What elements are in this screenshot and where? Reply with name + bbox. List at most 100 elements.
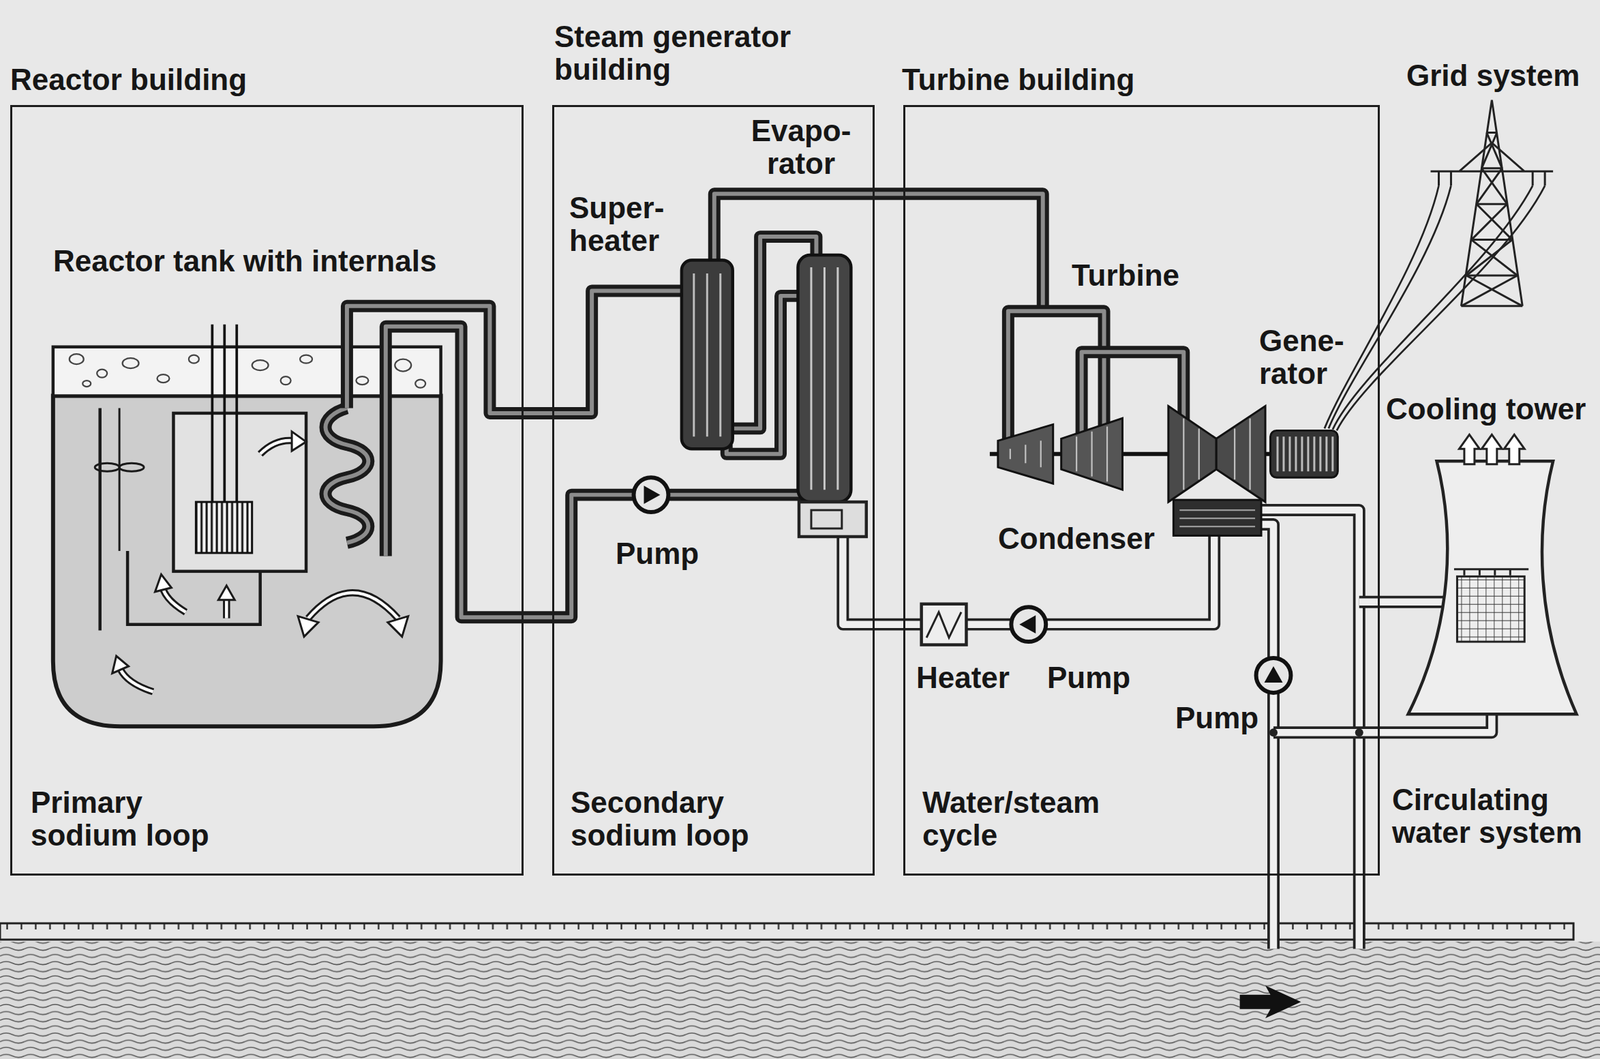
evaporator-vessel xyxy=(798,501,867,537)
component-label: Pump xyxy=(615,537,699,570)
generator xyxy=(1270,430,1339,478)
flow-arrow xyxy=(224,599,228,619)
building-heading: Steam generator building xyxy=(554,20,814,87)
sodium-pipe xyxy=(726,295,801,455)
component-label: Pump xyxy=(1175,701,1259,735)
building-box: Turbine buildingWater/steam cycle xyxy=(903,104,1380,876)
cooling-tower xyxy=(1458,434,1480,464)
flow-arrow xyxy=(291,431,307,451)
heater-symbol xyxy=(921,604,967,645)
reactor-tank xyxy=(355,376,369,385)
sodium-pipe xyxy=(385,326,803,617)
sodium-pipe xyxy=(325,407,369,542)
text-holder: Cooling tower xyxy=(1385,392,1586,426)
turbine xyxy=(989,405,1276,502)
reactor-tank xyxy=(188,355,200,364)
reactor-tank xyxy=(280,376,292,385)
turbine xyxy=(1216,405,1266,502)
text-holder: Evapo- rator xyxy=(743,114,859,181)
water-pipe xyxy=(1269,728,1278,737)
reactor-tank xyxy=(394,359,412,372)
flow-arrow xyxy=(112,655,129,673)
text-holder: Reactor building xyxy=(10,63,247,97)
reactor-tank xyxy=(157,374,170,383)
water-pipe xyxy=(842,509,1492,949)
ground-band xyxy=(0,941,1600,1059)
power-line xyxy=(1324,185,1440,429)
turbine xyxy=(1010,417,1251,490)
text-holder: Super- heater xyxy=(569,191,679,258)
reactor-tank xyxy=(415,379,426,388)
flow-arrow xyxy=(308,592,399,618)
text-holder: Primary sodium loop xyxy=(30,786,225,853)
flow-arrow xyxy=(308,592,399,618)
reactor-tank xyxy=(69,353,426,388)
water-pipe xyxy=(1273,713,1492,733)
cooling-tower xyxy=(1456,576,1525,642)
text-holder: Grid system xyxy=(1406,59,1580,93)
sodium-pipe xyxy=(714,193,1044,311)
evaporator-vessel xyxy=(798,254,852,502)
text-holder: Water/steam cycle xyxy=(922,786,1117,853)
reactor-tank xyxy=(82,380,91,387)
text-holder: Reactor tank with internals xyxy=(53,244,437,278)
sodium-pipe xyxy=(346,290,686,414)
reactor-tank xyxy=(212,324,237,502)
loop-label: Water/steam cycle xyxy=(922,786,1117,853)
reactor-tank xyxy=(94,462,120,472)
superheater-vessel xyxy=(681,260,733,450)
water-pipe xyxy=(1259,524,1274,949)
text-holder: Gene- rator xyxy=(1259,324,1355,391)
heater-symbol xyxy=(926,612,962,638)
component-label: Turbine xyxy=(1071,259,1180,292)
component-label: Condenser xyxy=(998,522,1155,555)
evaporator-vessel xyxy=(811,267,838,490)
reactor-tank xyxy=(252,359,269,371)
generator xyxy=(1277,436,1333,472)
transmission-pylon xyxy=(1460,132,1523,306)
cooling-tower xyxy=(1503,434,1525,464)
sodium-pipe xyxy=(385,326,803,617)
text-holder: Pump xyxy=(615,537,699,570)
flow-arrow xyxy=(260,440,294,455)
component-label: Cooling tower xyxy=(1385,392,1586,426)
generator xyxy=(1270,430,1339,478)
sodium-pipe xyxy=(325,407,369,542)
text-holder: Circulating water system xyxy=(1392,783,1587,850)
cooling-tower xyxy=(1408,434,1577,714)
turbine xyxy=(1168,405,1217,502)
component-label: Super- heater xyxy=(569,191,679,258)
sodium-pipe xyxy=(325,193,1184,617)
text-holder: Pump xyxy=(1175,701,1259,735)
reactor-tank xyxy=(69,353,84,365)
component-label: Grid system xyxy=(1406,59,1580,93)
text-holder: Steam generator building xyxy=(554,20,814,87)
component-label: Heater xyxy=(916,661,1010,694)
component-label: Pump xyxy=(1047,661,1131,694)
evaporator-vessel xyxy=(798,254,867,537)
pump-symbol xyxy=(634,477,669,512)
flow-arrow xyxy=(260,440,294,455)
condenser xyxy=(1179,509,1256,527)
cooling-tower xyxy=(1454,569,1529,576)
superheater-vessel xyxy=(693,273,721,437)
sodium-pipe xyxy=(726,295,801,455)
text-holder: Turbine building xyxy=(901,63,1135,97)
ground-band xyxy=(0,923,1574,940)
flow-arrow xyxy=(120,668,154,692)
superheater-vessel xyxy=(681,260,733,450)
loop-label: Secondary sodium loop xyxy=(570,786,765,853)
text-holder: Condenser xyxy=(998,522,1155,555)
sodium-pipe xyxy=(714,193,1044,311)
flow-arrow xyxy=(120,668,154,692)
reactor-tank xyxy=(173,413,307,572)
transmission-pylon xyxy=(1460,132,1523,306)
flow-arrow xyxy=(387,616,409,637)
flow-arrow xyxy=(155,574,172,592)
component-label: Evapo- rator xyxy=(743,114,859,181)
pump-symbol xyxy=(1010,606,1046,642)
pump-symbol xyxy=(1264,666,1283,683)
building-box: Reactor buildingPrimary sodium loop xyxy=(10,104,524,876)
heater-symbol xyxy=(921,604,967,645)
